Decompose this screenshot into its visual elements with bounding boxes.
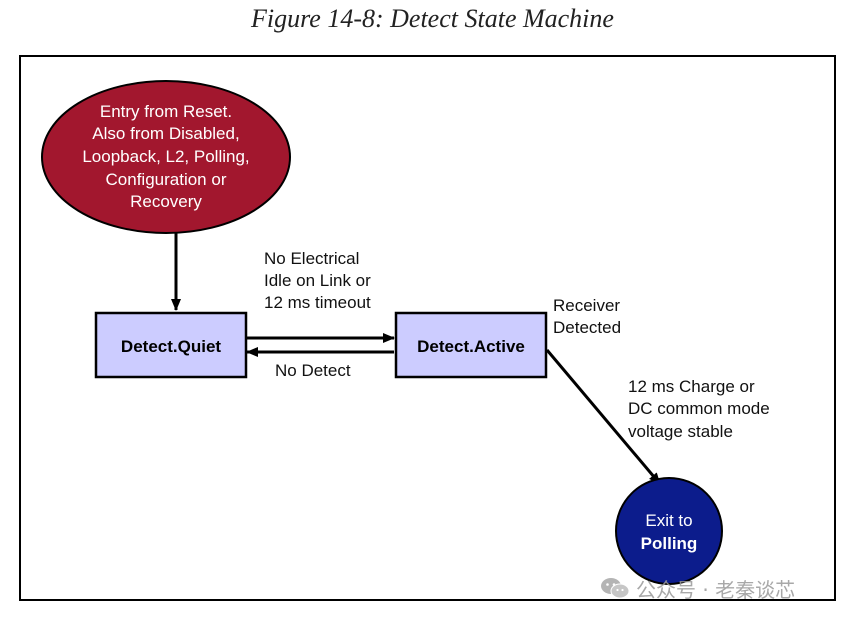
arrow-active-to-exit — [545, 349, 662, 485]
label-receiver-detected: Detected — [553, 318, 621, 337]
detect-active-label: Detect.Active — [417, 337, 525, 356]
watermark: 公众号 · 老秦谈芯 — [600, 576, 796, 602]
detect-quiet-label: Detect.Quiet — [121, 337, 221, 356]
label-receiver-detected: Receiver — [553, 296, 620, 315]
entry-state-shape — [41, 80, 291, 234]
detect-quiet-box — [94, 311, 248, 379]
exit-state-line: Polling — [641, 534, 698, 553]
entry-state: Entry from Reset. Also from Disabled, Lo… — [41, 80, 291, 234]
exit-state-line: Exit to — [645, 511, 692, 530]
exit-state-shape — [615, 477, 723, 585]
watermark-text: 公众号 · 老秦谈芯 — [636, 577, 796, 602]
wechat-icon — [601, 578, 630, 599]
label-quiet-to-active: Idle on Link or — [264, 271, 371, 290]
label-quiet-to-active: No Electrical — [264, 249, 359, 268]
label-active-to-exit: voltage stable — [628, 422, 733, 441]
entry-state-line: Also from Disabled, — [92, 124, 239, 143]
entry-state-line: Configuration or — [106, 170, 227, 189]
entry-state-line: Loopback, L2, Polling, — [82, 147, 249, 166]
detect-quiet-state: Detect.Quiet — [94, 311, 248, 379]
figure-title: Figure 14-8: Detect State Machine — [251, 4, 614, 33]
detect-active-box — [394, 311, 548, 379]
label-quiet-to-active: 12 ms timeout — [264, 293, 371, 312]
entry-state-line: Entry from Reset. — [100, 102, 232, 121]
detect-active-state: Detect.Active — [394, 311, 548, 379]
exit-state: Exit to Polling — [615, 477, 723, 585]
label-active-to-exit: 12 ms Charge or — [628, 377, 755, 396]
label-active-to-quiet: No Detect — [275, 361, 351, 380]
label-active-to-exit: DC common mode — [628, 399, 770, 418]
entry-state-line: Recovery — [130, 192, 202, 211]
